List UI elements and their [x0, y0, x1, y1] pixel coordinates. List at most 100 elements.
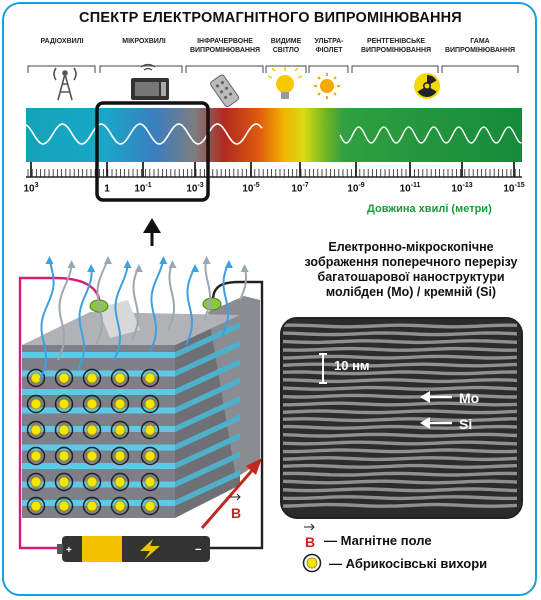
sem-stripe	[282, 346, 518, 352]
vortex-ring	[26, 368, 46, 388]
emitted-wave-arrow	[57, 263, 73, 361]
vortex-ring	[110, 394, 130, 414]
sem-scale-bar	[319, 353, 327, 384]
tick-label-1: 1	[104, 183, 110, 195]
vortex-ring	[54, 472, 74, 492]
category-gamma: ГАМА ВИПРОМІНЮВАННЯ	[444, 38, 516, 54]
sem-stripe	[282, 370, 517, 376]
sem-scale-label: 10 нм	[334, 358, 370, 373]
vortex-ring	[82, 472, 102, 492]
tick-label-5: 10-7	[291, 182, 309, 195]
vortex-ring	[54, 446, 74, 466]
vortex-ring	[54, 394, 74, 414]
vortex-ring	[54, 496, 74, 516]
vortex-core	[30, 398, 42, 410]
vortex-core	[114, 476, 126, 488]
legend-field-symbol: B	[305, 534, 315, 550]
tick-label-0: 103	[23, 182, 39, 195]
tick-label-3: 10-3	[186, 182, 204, 195]
emitted-waves	[39, 256, 249, 381]
remote-control-icon	[210, 74, 240, 108]
contact-right	[202, 297, 222, 311]
category-xray: РЕНТГЕНІВСЬКЕ ВИПРОМІНЮВАННЯ	[360, 38, 432, 54]
emitted-wave-arrow	[113, 263, 129, 361]
emitted-wave-arrow	[149, 258, 165, 353]
vortex-ring	[110, 420, 130, 440]
stack-layer-side	[175, 451, 240, 488]
radio-tower-icon	[53, 67, 77, 101]
vortex-core	[144, 476, 156, 488]
sem-stripe	[282, 362, 518, 368]
vortex-ring	[82, 496, 102, 516]
category-visible: ВИДИМЕ СВІТЛО	[270, 38, 302, 54]
sem-title: Електронно-мікроскопічне зображення попе…	[304, 240, 518, 299]
vortex-core	[144, 450, 156, 462]
vortex-ring	[26, 420, 46, 440]
side-layers	[175, 322, 240, 506]
vortex-ring	[26, 446, 46, 466]
sem-stripe	[282, 471, 518, 477]
emitted-wave-arrow	[39, 259, 55, 381]
wave-radio-microwave	[25, 123, 263, 145]
vortex-core	[30, 372, 42, 384]
vortex-ring	[140, 420, 160, 440]
vortex-ring	[26, 496, 46, 516]
category-brackets	[27, 65, 519, 73]
sem-layer-stripes	[282, 323, 518, 508]
wire-black	[210, 280, 264, 550]
vortex-ring	[140, 446, 160, 466]
sem-stripe	[282, 331, 518, 337]
stack-layer-front	[22, 389, 175, 395]
vortex-core	[114, 500, 126, 512]
sem-stripe	[282, 409, 518, 415]
tick-label-8: 10-13	[451, 182, 473, 195]
vortex-ring	[54, 368, 74, 388]
vortex-ring	[140, 368, 160, 388]
stack-layer-side	[175, 359, 240, 395]
vortex-core	[144, 424, 156, 436]
tick-label-4: 10-5	[242, 182, 260, 195]
vortex-core	[144, 398, 156, 410]
sem-stripe	[282, 502, 518, 508]
microwave-oven-icon	[131, 63, 169, 100]
emitted-wave-arrow	[203, 259, 211, 321]
sem-stripe	[282, 378, 518, 384]
stack-layer-side	[175, 396, 240, 432]
tick-label-2: 10-1	[134, 182, 152, 195]
emitted-wave-arrow	[167, 263, 175, 331]
emitted-wave-arrow	[77, 267, 93, 371]
vortex-ring	[140, 472, 160, 492]
back-slab	[208, 296, 260, 478]
field-arrow-head	[246, 458, 262, 475]
svg-text:+: +	[66, 545, 72, 556]
sem-mo-label: Mo	[459, 390, 480, 406]
vortex-core	[58, 476, 70, 488]
category-ultraviolet: УЛЬТРА- ФІОЛЕТ	[314, 38, 344, 54]
stack-layer-front	[22, 426, 175, 432]
vortex-ring	[140, 496, 160, 516]
sem-stripe	[283, 424, 518, 430]
sem-stripe	[282, 456, 518, 462]
vortex-ring	[82, 446, 102, 466]
stack-layer-front	[22, 481, 175, 488]
vortex-ring	[82, 394, 102, 414]
stack-layer-side	[175, 340, 240, 377]
microwave-highlight-frame	[95, 101, 210, 202]
vortex-ring	[82, 368, 102, 388]
tick-label-7: 10-11	[399, 182, 421, 195]
sem-si-label: Si	[459, 416, 473, 432]
vortex-core	[114, 424, 126, 436]
emitted-wave-arrowhead	[202, 256, 211, 264]
legend-vortex-icon	[302, 553, 322, 573]
emitted-wave-arrow	[95, 257, 109, 346]
sem-stripe	[282, 417, 517, 423]
sem-stripe	[282, 432, 518, 438]
vortex-ring	[140, 394, 160, 414]
vortex-core	[86, 372, 98, 384]
emitted-wave-arrowhead	[87, 264, 96, 272]
sem-stripe	[282, 479, 518, 485]
sem-stripe	[282, 495, 518, 501]
emitted-wave-arrowhead	[240, 264, 249, 272]
ruler-ticks	[27, 162, 520, 177]
sem-si-arrow	[420, 417, 452, 429]
